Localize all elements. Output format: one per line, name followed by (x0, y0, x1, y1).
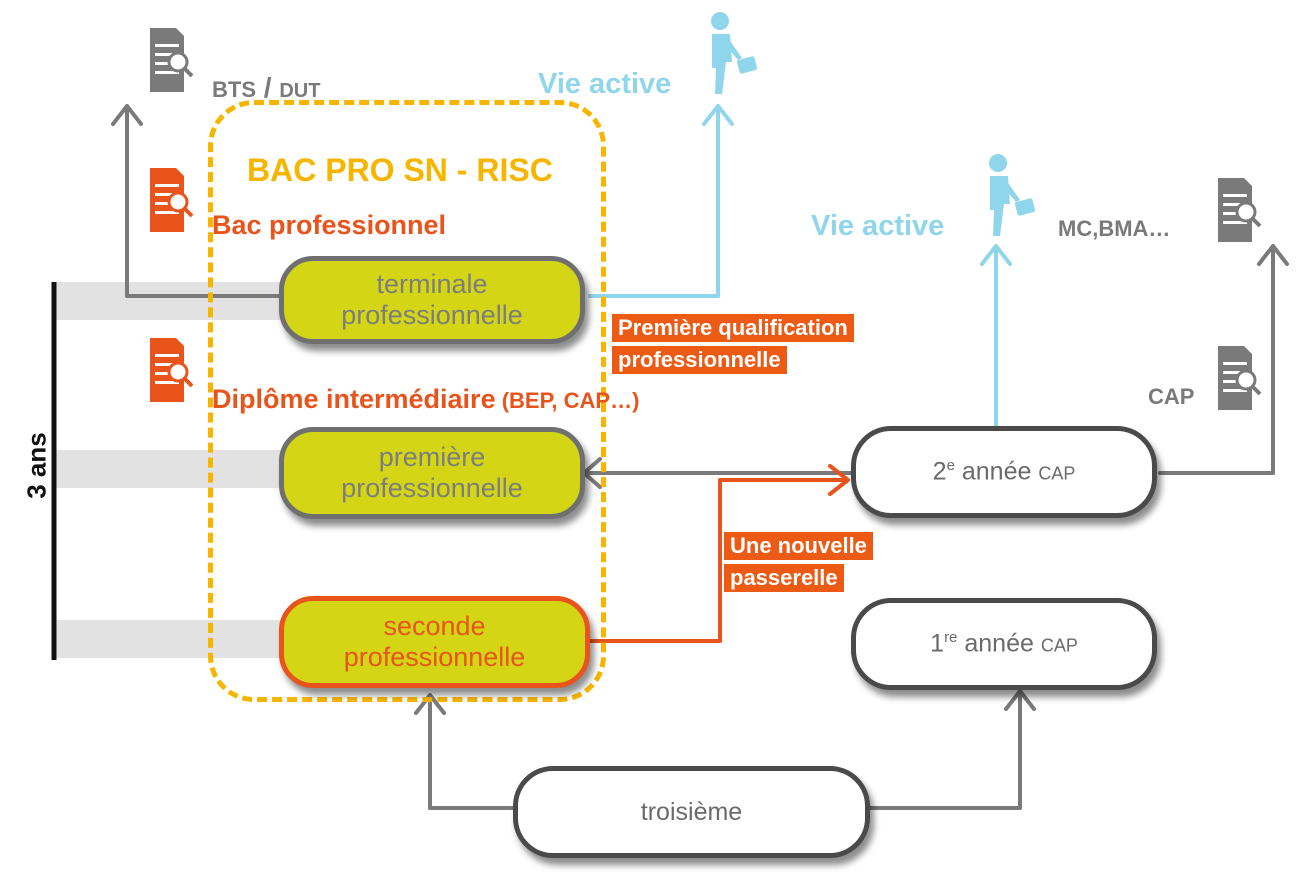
seconde-text: seconde professionnelle (343, 610, 526, 672)
diplome-main: Diplôme intermédiaire (212, 384, 496, 414)
level-band-seconde (55, 620, 290, 658)
cap1-number: 1 (930, 629, 945, 658)
cap2-cap: cap (1038, 457, 1076, 486)
seconde-box: seconde professionnelle (279, 596, 590, 688)
arrowhead-seconde (414, 693, 446, 715)
level-band-premiere (55, 450, 290, 488)
arrowhead-vie-active-2 (980, 244, 1012, 266)
bts-dut-label: BTS / DUT (212, 72, 320, 104)
cap1-cap: cap (1040, 629, 1078, 658)
troisieme-box: troisième (513, 766, 870, 858)
troisieme-text: troisième (640, 797, 743, 826)
document-search-icon (1218, 178, 1262, 242)
bts-separator: / (256, 72, 280, 103)
bac-pro-frame (208, 100, 606, 702)
premiere-box: première professionnelle (279, 427, 585, 519)
cap1-superscript: re (944, 629, 958, 647)
cap-year-2-text: 2e année cap (933, 457, 1076, 486)
arrow-troisieme-to-seconde (428, 695, 516, 810)
level-band-terminale (55, 282, 290, 320)
duration-label: 3 ans (21, 432, 52, 499)
document-search-icon (150, 338, 194, 402)
cap1-annee: année (957, 629, 1041, 658)
vie-active-label-1: Vie active (538, 68, 672, 100)
arrowhead-bts (111, 104, 143, 126)
bts-text: BTS (212, 77, 256, 102)
cap-year-1-text: 1re année cap (930, 629, 1078, 658)
document-search-icon (1218, 346, 1262, 410)
cap-label: CAP (1148, 384, 1195, 409)
frame-title: BAC PRO SN - RISC (247, 152, 553, 188)
terminale-text: terminale professionnelle (341, 268, 523, 330)
passerelle-tag-line-1: Une nouvelle (724, 532, 873, 560)
walking-person-icon (989, 154, 1036, 236)
bac-pro-label: Bac professionnel (212, 210, 447, 240)
passerelle-tag-line-2: passerelle (724, 564, 844, 592)
walking-person-icon (711, 12, 758, 94)
arrow-troisieme-to-cap1 (868, 691, 1022, 810)
qualification-tag-line-2: professionnelle (612, 346, 787, 374)
terminale-box: terminale professionnelle (279, 256, 585, 344)
qualification-tag-line-1: Première qualification (612, 314, 854, 342)
cap2-superscript: e (946, 457, 955, 475)
arrow-terminale-to-vie-active (588, 106, 720, 298)
cap2-number: 2 (932, 457, 947, 486)
arrow-terminale-to-bts (125, 106, 284, 298)
dut-text: DUT (279, 80, 321, 102)
document-search-icon (150, 28, 194, 92)
arrowhead-cap2 (828, 464, 850, 496)
cap2-annee: année (954, 457, 1039, 486)
vie-active-label-2: Vie active (811, 210, 945, 242)
cap-year-1-box: 1re année cap (851, 598, 1157, 690)
premiere-text: première professionnelle (341, 441, 523, 503)
arrowhead-vie-active-1 (702, 104, 734, 126)
arrowhead-mc (1257, 244, 1289, 266)
cap-year-2-box: 2e année cap (851, 426, 1157, 518)
arrow-cap2-to-mc (1158, 246, 1275, 475)
diplome-label: Diplôme intermédiaire (BEP, CAP…) (212, 384, 639, 415)
diplome-paren: (BEP, CAP…) (495, 388, 640, 413)
mc-bma-label: MC,BMA… (1058, 216, 1171, 241)
arrowhead-cap1 (1004, 689, 1036, 711)
document-search-icon (150, 168, 194, 232)
arrow-seconde-to-cap2 (588, 478, 848, 643)
